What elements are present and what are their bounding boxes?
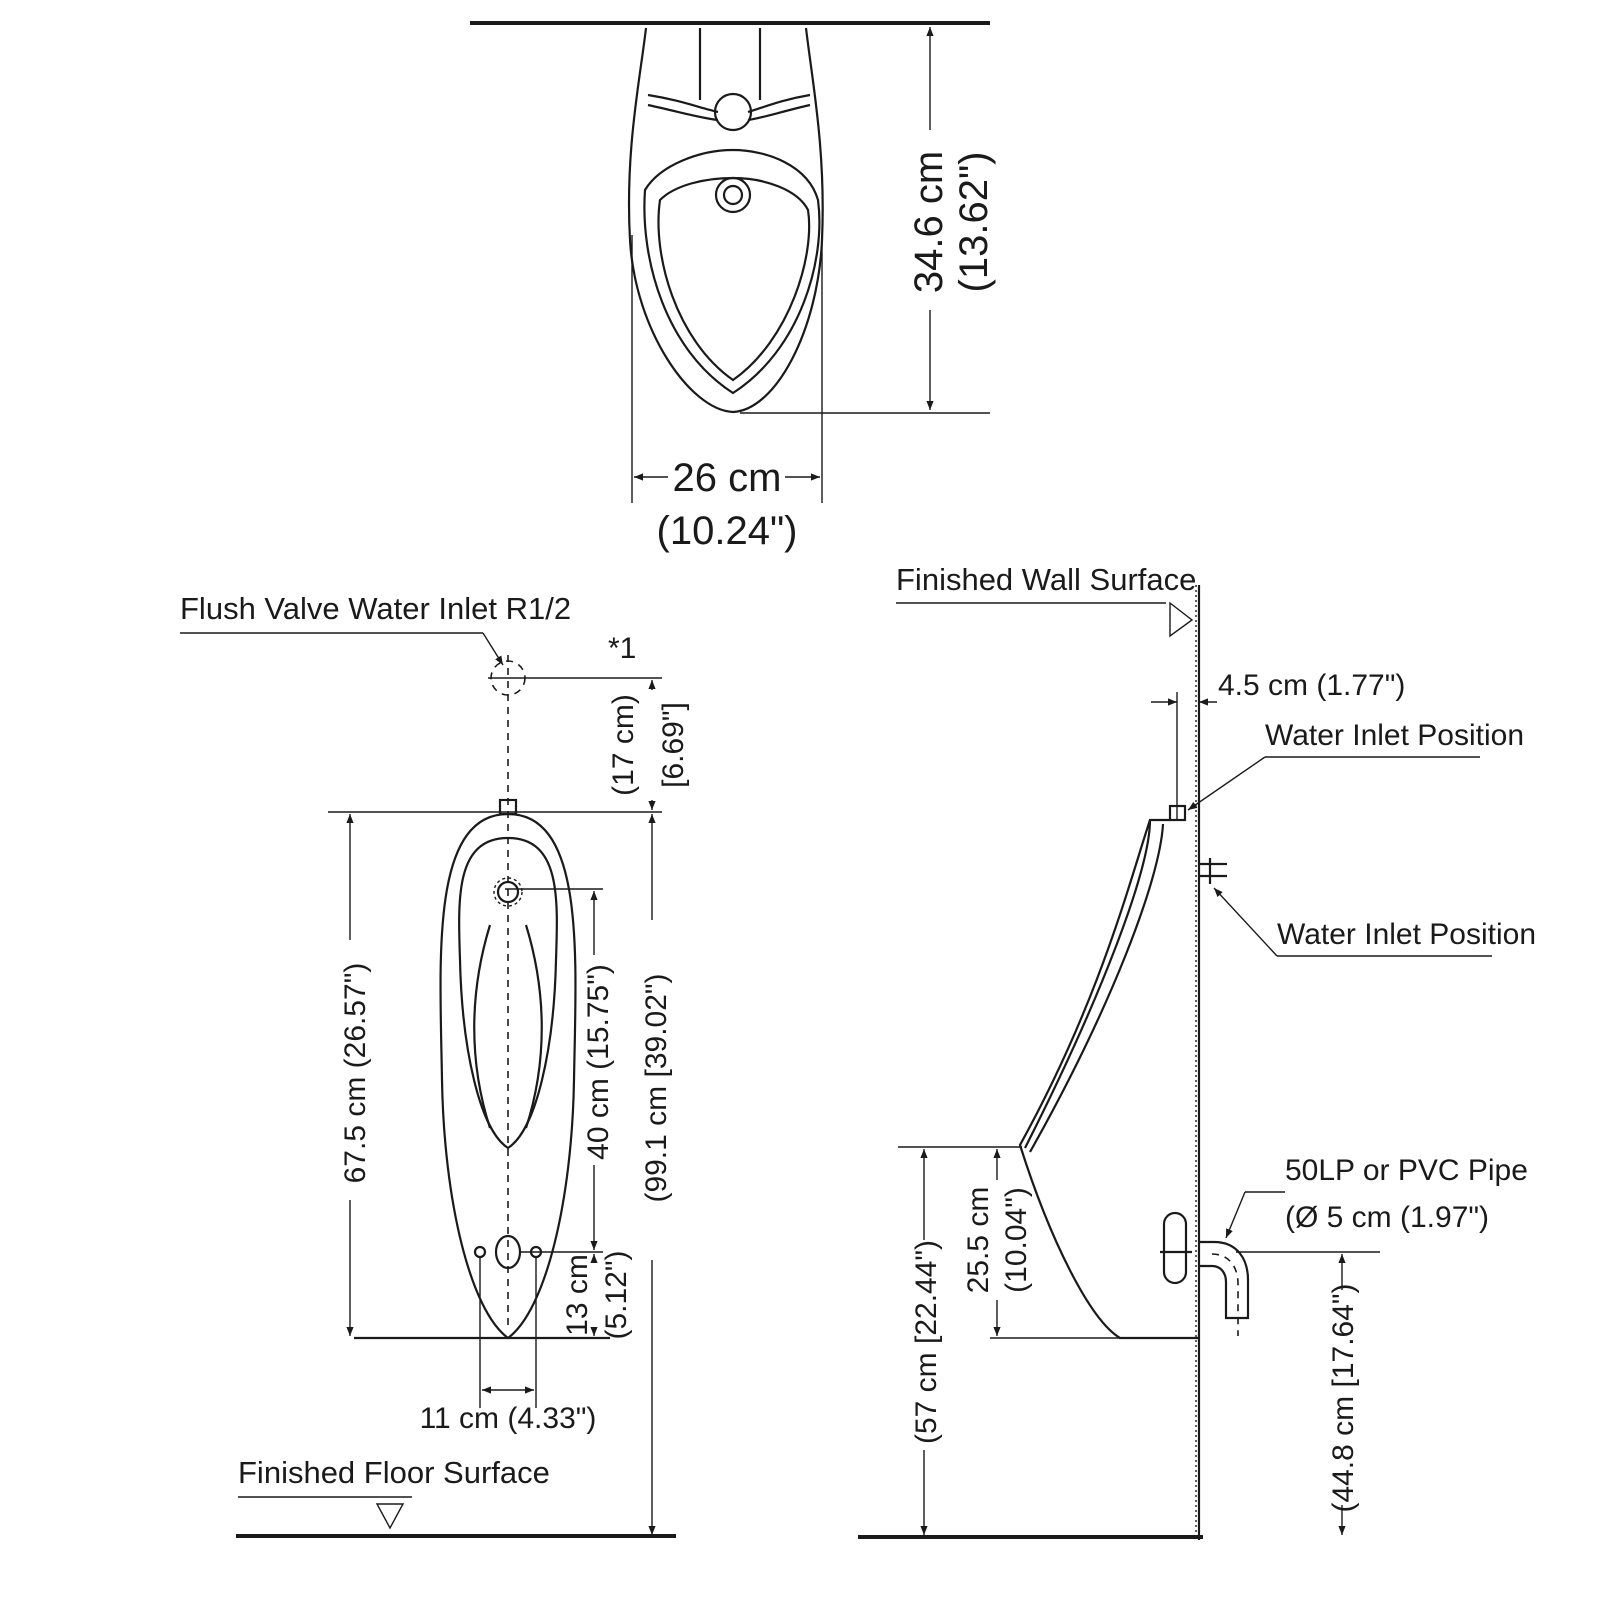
top-view-wing [647, 93, 719, 114]
side-body-outline [1018, 818, 1199, 1340]
top-view-drain-inner [722, 184, 744, 206]
front-fixing-hole [529, 1245, 543, 1259]
front-inner-outline [458, 836, 558, 1150]
outlet-height-cm: 13 cm [561, 1254, 594, 1336]
pipe-label-leader [1225, 1191, 1246, 1239]
total-height-label: (99.1 cm [39.02") [640, 973, 673, 1202]
front-view: Flush Valve Water Inlet R1/2 *1 (17 cm) … [180, 591, 690, 1538]
wall-label: Finished Wall Surface [896, 562, 1196, 597]
flush-valve-label: Flush Valve Water Inlet R1/2 [180, 591, 571, 626]
hole-spacing-label: 11 cm (4.33") [420, 1402, 597, 1435]
spreader-height-label: 40 cm (15.75") [582, 964, 615, 1160]
pipe-height-label: (44.8 cm [17.64") [1327, 1283, 1360, 1512]
side-body-edge [1024, 819, 1152, 1149]
inlet-offset-in: [6.69"] [657, 702, 690, 788]
outlet-height-in: (5.12") [600, 1250, 633, 1339]
side-outlet-slot [1162, 1211, 1188, 1285]
front-wash-rib-left [473, 924, 492, 1129]
side-view: Finished Wall Surface 4.5 cm (1.77") Wat… [858, 562, 1536, 1540]
water-inlet-side-label: Water Inlet Position [1277, 918, 1536, 951]
front-spreader-nozzle [496, 880, 520, 904]
water-inlet-side-leader [1213, 887, 1278, 957]
top-view-wing [747, 93, 811, 114]
body-height-label: 67.5 cm (26.57") [339, 963, 372, 1184]
side-inlet-offset-label: 4.5 cm (1.77") [1218, 669, 1405, 702]
side-spud [1168, 804, 1187, 822]
front-fixing-hole [473, 1245, 487, 1259]
note-mark: *1 [608, 632, 636, 665]
lip-height-label: (57 cm [22.44") [910, 1240, 943, 1444]
inlet-offset-cm: (17 cm) [607, 694, 640, 796]
side-trap-pipe [1199, 1240, 1250, 1320]
bowl-depth-cm: 25.5 cm [962, 1187, 995, 1294]
water-inlet-top-leader [1187, 756, 1266, 811]
top-view-wing [747, 103, 811, 122]
side-trap-centerline [1211, 1253, 1239, 1336]
water-inlet-top-label: Water Inlet Position [1265, 719, 1524, 752]
top-view-spud [713, 92, 753, 132]
floor-level-symbol [375, 1503, 405, 1530]
front-body-outline [439, 812, 577, 1340]
front-outlet [494, 1234, 522, 1270]
top-width-label-cm: 26 cm [673, 456, 782, 500]
flush-valve-leader [482, 632, 504, 666]
top-view-bowl [657, 176, 811, 382]
bowl-depth-in: (10.04") [1000, 1187, 1033, 1293]
front-spreader-ring [493, 877, 523, 907]
top-view-drain [714, 176, 752, 214]
top-view: 34.6 cm (13.62") 26 cm (10.24") [470, 21, 996, 553]
wall-level-symbol [1169, 601, 1194, 638]
side-body-rim [1029, 823, 1165, 1153]
top-width-label-in: (10.24") [657, 509, 798, 553]
top-view-wing [647, 103, 719, 122]
pipe-label: 50LP or PVC Pipe [1285, 1154, 1528, 1187]
top-view-outer-outline [627, 27, 824, 414]
floor-label: Finished Floor Surface [238, 1455, 550, 1490]
top-height-label-cm: 34.6 cm [907, 151, 951, 293]
front-wash-rib-right [524, 924, 543, 1129]
top-view-rim [643, 148, 821, 395]
pipe-diameter-label: (Ø 5 cm (1.97") [1285, 1201, 1489, 1234]
top-height-label-in: (13.62") [952, 152, 996, 293]
